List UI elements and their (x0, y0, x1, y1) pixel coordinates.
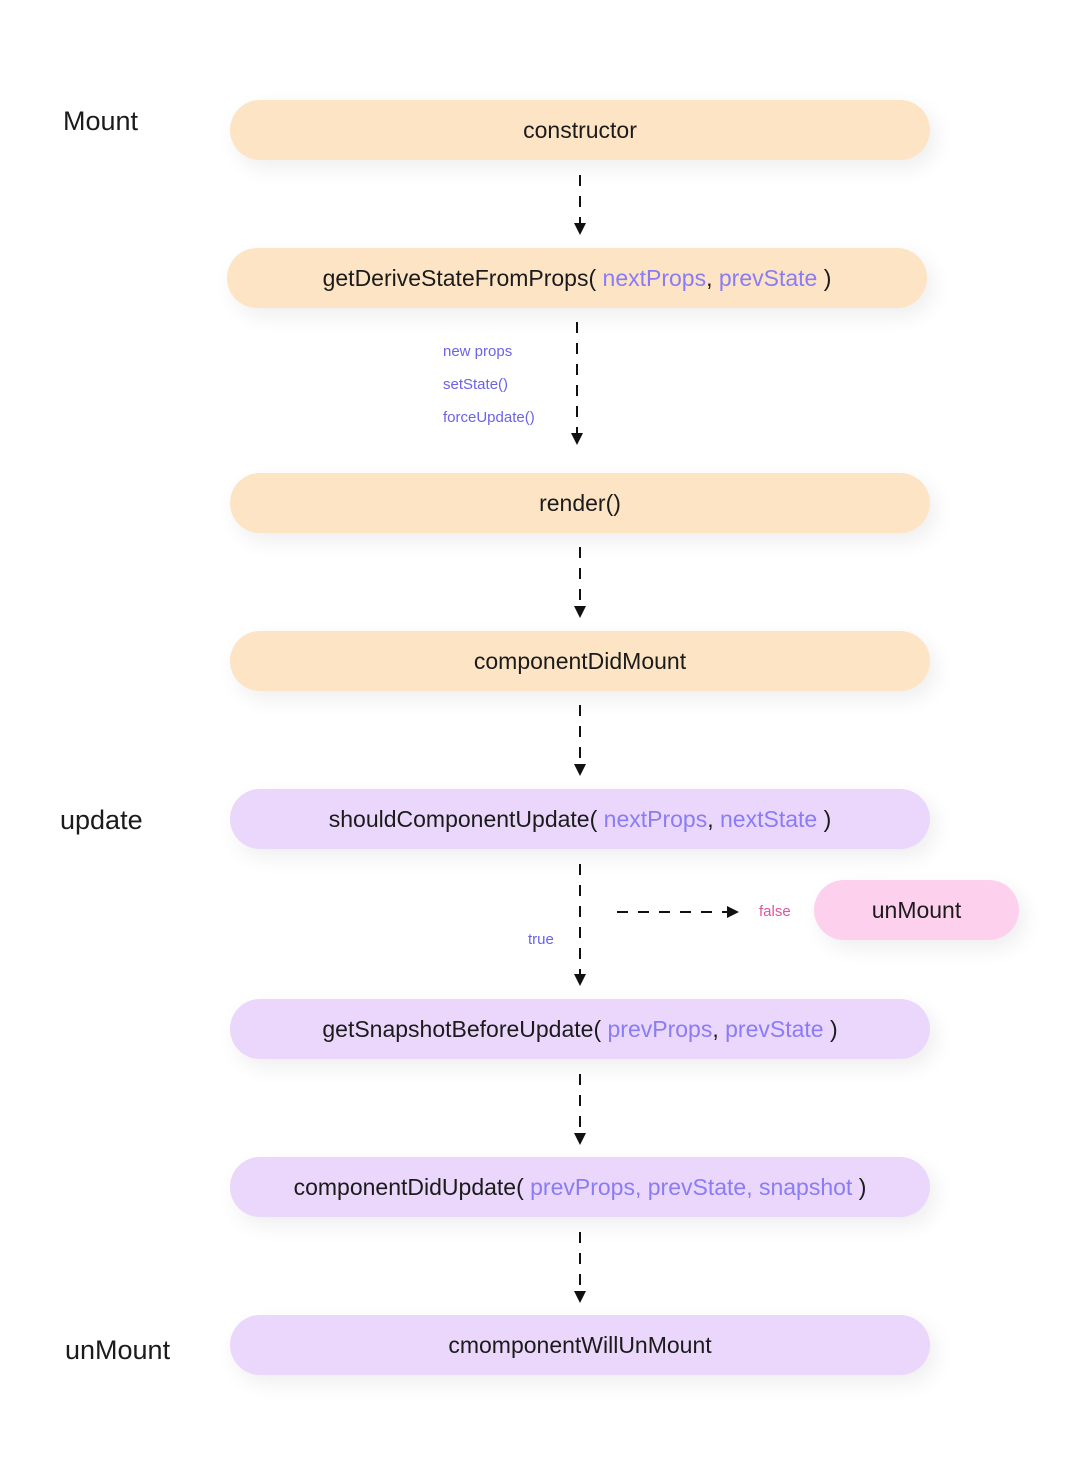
phase-label-mount: Mount (63, 106, 139, 136)
node-gsbu-close: ) (829, 1015, 838, 1042)
node-cdu-name: componentDidUpdate( (293, 1173, 524, 1200)
node-cdm-label: componentDidMount (473, 647, 687, 674)
node-gsbu-arg-prevstate: prevState (725, 1015, 824, 1042)
note-true: true (528, 931, 554, 948)
node-constructor-label: constructor (523, 116, 637, 143)
node-constructor: constructor (230, 100, 930, 160)
node-gdsfp-arg-prevstate: prevState (718, 264, 818, 291)
node-component-did-mount: componentDidMount (230, 631, 930, 691)
node-gdsfp-arg-nextprops: nextProps (602, 264, 707, 291)
node-scu-arg-nextstate: nextState (720, 805, 818, 832)
note-set-state: setState() (443, 376, 509, 393)
node-cwu-label: cmomponentWillUnMount (448, 1331, 712, 1358)
node-gsbu-sep: , (712, 1015, 719, 1042)
node-render: render() (230, 473, 930, 533)
node-component-did-update: componentDidUpdate( prevProps, prevState… (230, 1157, 930, 1217)
node-get-snapshot-before-update: getSnapshotBeforeUpdate( prevProps, prev… (230, 999, 930, 1059)
node-cdu-close: ) (858, 1173, 867, 1200)
node-scu-close: ) (823, 805, 832, 832)
node-render-label: render() (539, 489, 621, 516)
node-scu-arg-nextprops: nextProps (603, 805, 708, 832)
note-force-update: forceUpdate() (443, 409, 535, 426)
node-gdsfp-name: getDeriveStateFromProps( (322, 264, 597, 291)
node-component-will-unmount: cmomponentWillUnMount (230, 1315, 930, 1375)
node-gdsfp-close: ) (823, 264, 832, 291)
node-unmount-branch-label: unMount (871, 896, 962, 923)
node-scu-name: shouldComponentUpdate( (328, 805, 598, 832)
node-should-component-update: shouldComponentUpdate( nextProps, nextSt… (230, 789, 930, 849)
phase-label-unmount: unMount (65, 1335, 171, 1365)
note-false: false (759, 903, 791, 920)
node-gsbu-name: getSnapshotBeforeUpdate( (322, 1015, 602, 1042)
phase-label-update: update (60, 805, 143, 835)
node-scu-sep: , (707, 805, 714, 832)
node-cdu-args: prevProps, prevState, snapshot (530, 1173, 853, 1200)
node-unmount-branch: unMount (814, 880, 1019, 940)
node-gsbu-arg-prevprops: prevProps (607, 1015, 713, 1042)
node-get-derive-state-from-props: getDeriveStateFromProps( nextProps, prev… (227, 248, 927, 308)
note-new-props: new props (443, 343, 513, 360)
node-gdsfp-sep: , (706, 264, 713, 291)
